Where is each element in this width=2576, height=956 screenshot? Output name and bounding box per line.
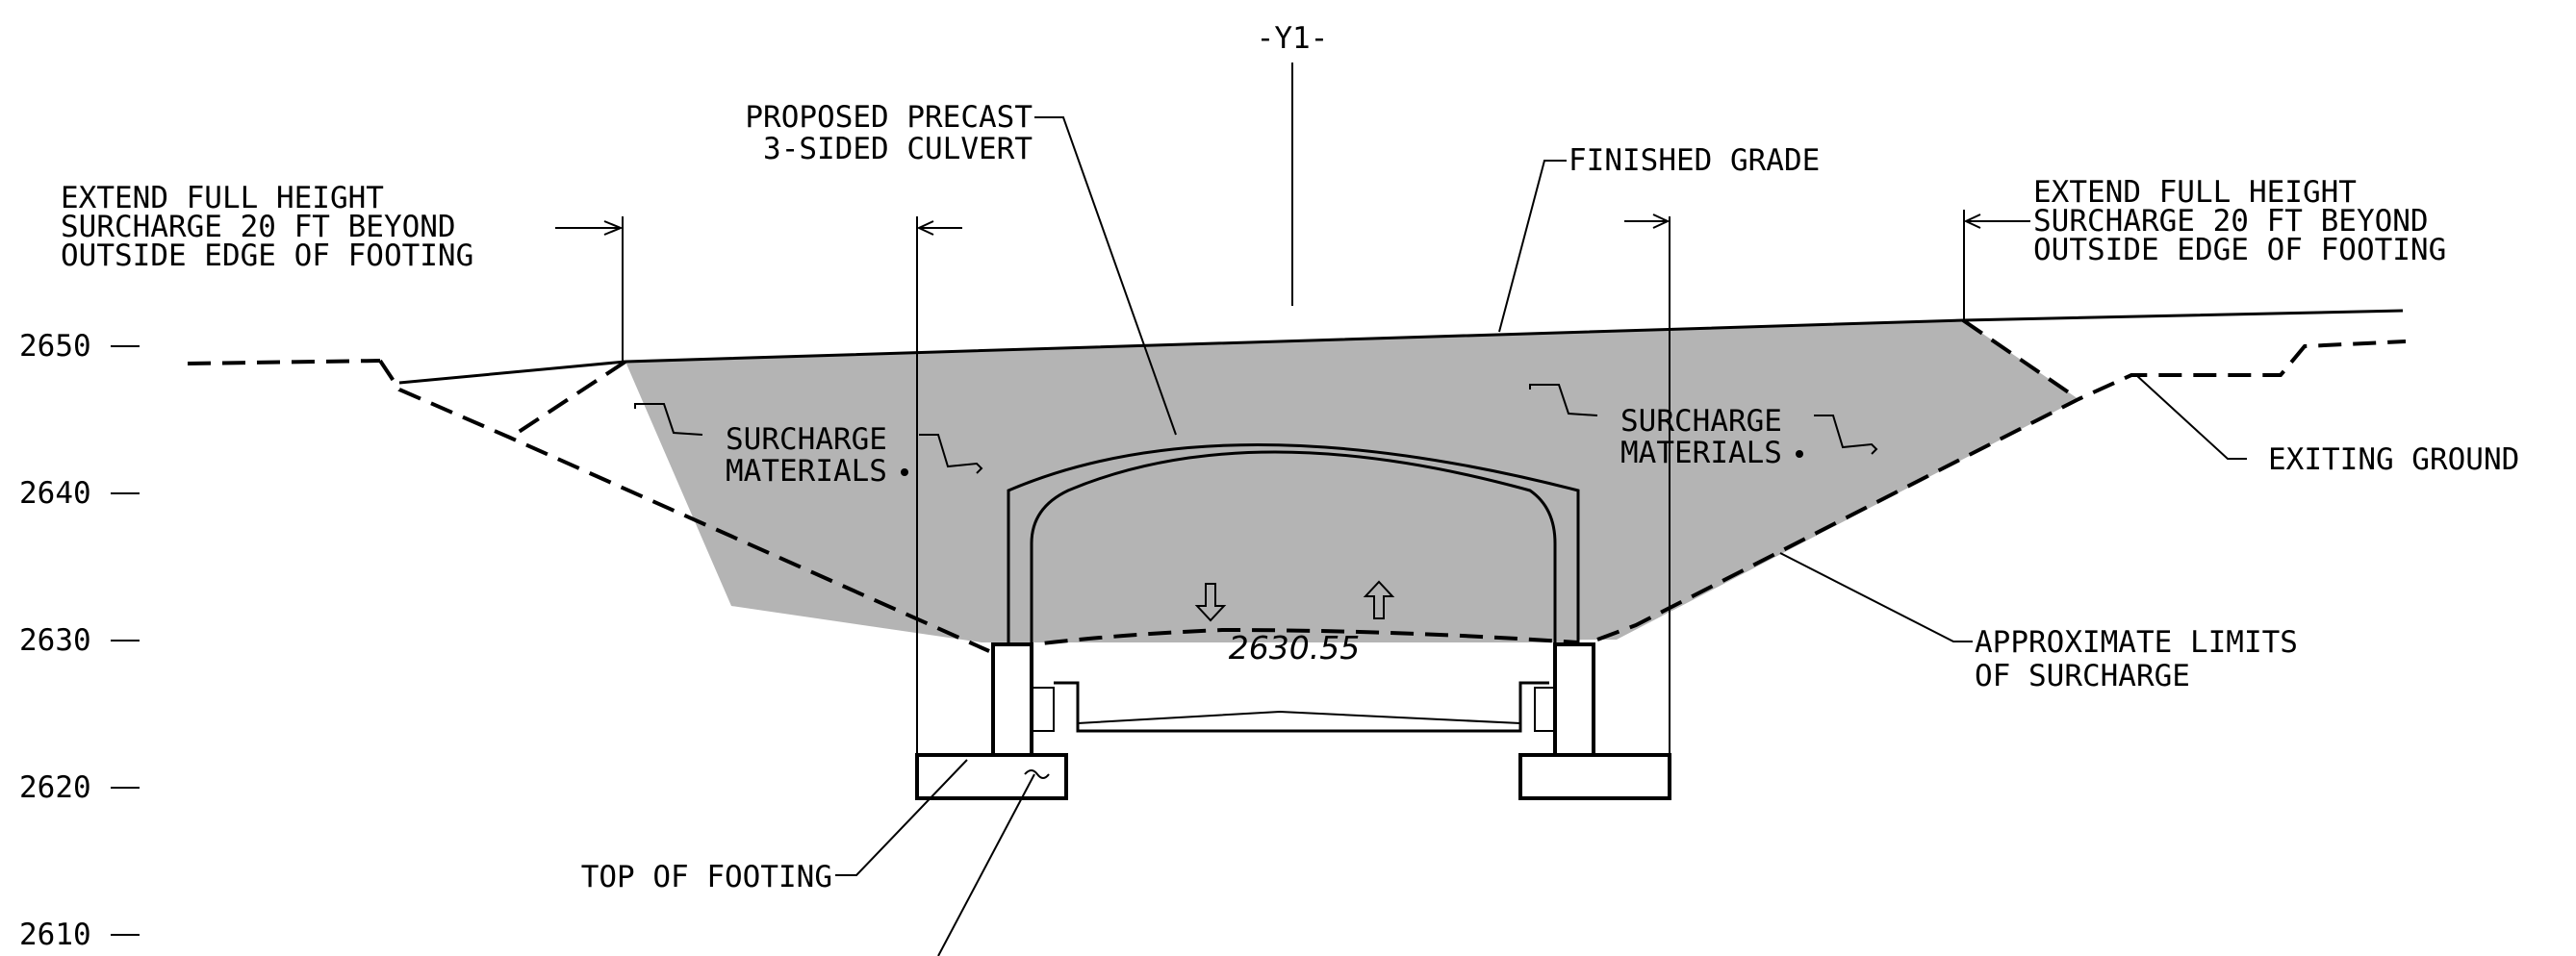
- surcharge-right-line2: MATERIALS: [1620, 436, 1782, 470]
- right-arrow-leader: [1963, 214, 2030, 229]
- existing-ground-line: [187, 359, 381, 365]
- approx-limits-line2: OF SURCHARGE: [1975, 659, 2190, 693]
- invert-slab: [1054, 681, 1549, 733]
- left-wall: [991, 642, 1033, 757]
- surcharge-limit-right: [1961, 318, 2080, 401]
- down-arrow-icon: [1194, 583, 1227, 622]
- approx-limits-leader: [1779, 552, 1973, 642]
- left-haunch: [1032, 687, 1055, 732]
- right-inner-arrow: [1624, 214, 1671, 229]
- elevation-axis: 2650 2640 2630 2620 2610: [19, 329, 140, 952]
- culvert-inner-arch: [1030, 450, 1557, 644]
- surcharge-bottom-dash: [1009, 627, 1579, 649]
- top-of-footing-leader: [835, 759, 968, 876]
- surcharge-limit-left: [508, 360, 627, 440]
- surcharge-right-line1: SURCHARGE: [1620, 404, 1782, 439]
- existing-ground-leader: [2135, 374, 2247, 460]
- material-dot-left: [901, 468, 908, 476]
- elevation-label: 2630: [19, 623, 91, 658]
- surcharge-area: [625, 320, 2079, 642]
- right-note-line2: SURCHARGE 20 FT BEYOND: [2033, 204, 2429, 239]
- squiggle-left-a: [634, 403, 703, 436]
- existing-ground-right-slope: [1596, 340, 2407, 642]
- squiggle-right-a: [1529, 384, 1598, 416]
- up-arrow-icon: [1363, 580, 1395, 619]
- right-note-line1: EXTEND FULL HEIGHT: [2033, 175, 2357, 210]
- surcharge-left-line1: SURCHARGE: [726, 422, 887, 457]
- elevation-label: 2650: [19, 329, 91, 364]
- elevation-label: 2610: [19, 918, 91, 952]
- left-footing: [915, 753, 1068, 800]
- centerline-label: -Y1-: [1257, 21, 1329, 56]
- finished-grade-label: FINISHED GRADE: [1569, 143, 1820, 178]
- left-note-line1: EXTEND FULL HEIGHT: [61, 181, 384, 215]
- elevation-label: 2620: [19, 770, 91, 805]
- existing-ground-label: EXITING GROUND: [2268, 442, 2519, 477]
- invert-slab-top: [1077, 710, 1521, 724]
- left-arrow-leader: [555, 220, 624, 236]
- culvert-label-line2: 3-SIDED CULVERT: [763, 132, 1033, 166]
- top-of-footing-label: TOP OF FOOTING: [581, 860, 832, 894]
- right-wall: [1553, 642, 1595, 757]
- left-note-line3: OUTSIDE EDGE OF FOOTING: [61, 239, 473, 273]
- squiggle-right-b: [1814, 415, 1878, 455]
- culvert-leader: [1034, 116, 1177, 436]
- left-inner-arrow: [916, 220, 962, 236]
- left-note-line2: SURCHARGE 20 FT BEYOND: [61, 210, 456, 244]
- footing-tilde: [1024, 769, 1050, 779]
- right-haunch: [1534, 687, 1555, 732]
- finished-grade-leader: [1498, 160, 1567, 333]
- footing-note-leader: [937, 773, 1035, 956]
- right-note-line3: OUTSIDE EDGE OF FOOTING: [2033, 233, 2446, 267]
- invert-elevation-label: 2630.55: [1229, 629, 1360, 667]
- culvert-outer-arch: [1007, 443, 1580, 644]
- culvert-label-line1: PROPOSED PRECAST: [745, 100, 1033, 135]
- squiggle-left-b: [919, 434, 983, 474]
- right-footing: [1518, 753, 1671, 800]
- elevation-label: 2640: [19, 476, 91, 511]
- approx-limits-line1: APPROXIMATE LIMITS: [1975, 625, 2298, 660]
- finished-grade-line: [398, 309, 2404, 385]
- material-dot-right: [1796, 450, 1803, 458]
- existing-ground-left-slope: [378, 359, 990, 653]
- surcharge-left-line2: MATERIALS: [726, 454, 887, 489]
